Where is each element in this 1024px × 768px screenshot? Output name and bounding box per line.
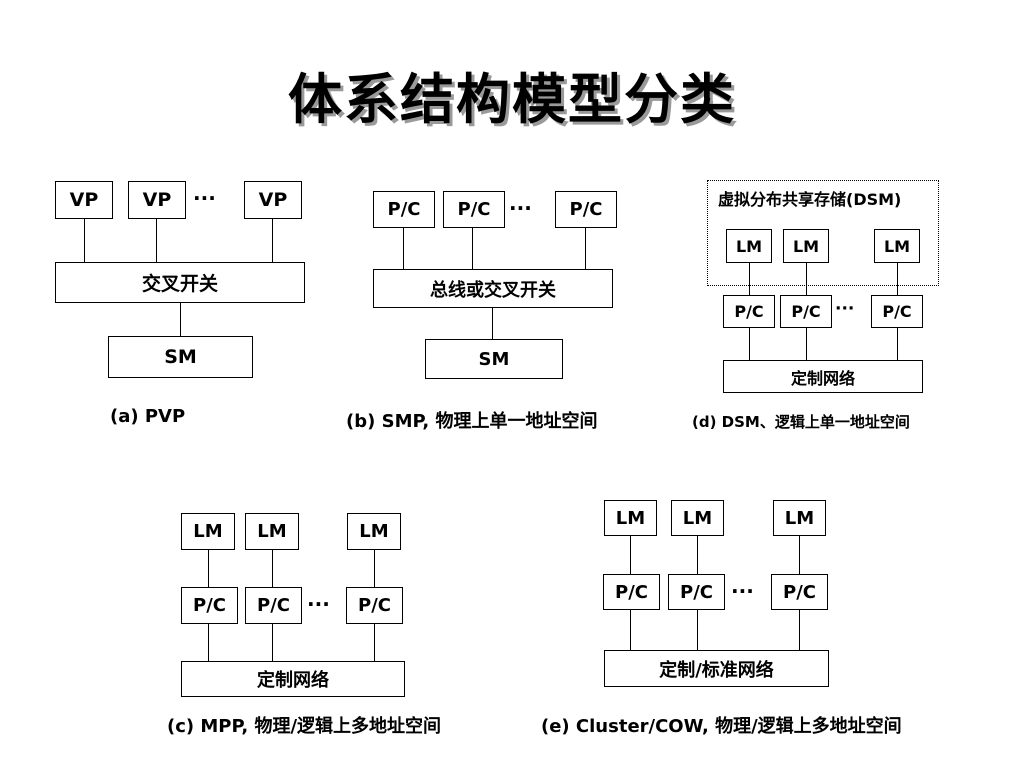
connector — [897, 263, 898, 295]
local-memory-box: LM — [874, 229, 920, 263]
slide-title: 体系结构模型分类 — [288, 68, 736, 131]
caption: (a) PVP — [110, 406, 186, 427]
custom-network-box: 定制网络 — [723, 360, 923, 393]
processor-cache-box: P/C — [555, 191, 617, 228]
processor-cache-box: P/C — [871, 295, 923, 328]
connector — [799, 536, 800, 574]
connector — [492, 308, 493, 339]
connector — [897, 328, 898, 360]
connector — [630, 610, 631, 650]
processor-cache-box: P/C — [181, 587, 238, 624]
vector-processor-box: VP — [128, 181, 186, 219]
caption: (e) Cluster/COW, 物理/逻辑上多地址空间 — [541, 716, 902, 737]
connector — [697, 610, 698, 650]
vector-processor-box: VP — [244, 181, 302, 219]
connector — [799, 610, 800, 650]
dsm-label: 虚拟分布共享存储(DSM) — [718, 190, 902, 209]
processor-cache-box: P/C — [245, 587, 302, 624]
ellipsis: ··· — [307, 592, 330, 616]
connector — [374, 624, 375, 661]
custom-network-box: 定制网络 — [181, 661, 405, 697]
dsm-region — [707, 180, 939, 286]
local-memory-box: LM — [783, 229, 829, 263]
connector — [806, 263, 807, 295]
processor-cache-box: P/C — [780, 295, 832, 328]
processor-cache-box: P/C — [771, 574, 828, 610]
ellipsis: ··· — [835, 299, 855, 319]
processor-cache-box: P/C — [603, 574, 660, 610]
connector — [272, 550, 273, 587]
connector — [272, 219, 273, 262]
caption: (c) MPP, 物理/逻辑上多地址空间 — [167, 716, 442, 737]
local-memory-box: LM — [671, 500, 724, 536]
connector — [180, 303, 181, 336]
connector — [630, 536, 631, 574]
connector — [749, 263, 750, 295]
connector — [585, 228, 586, 269]
processor-cache-box: P/C — [668, 574, 725, 610]
connector — [749, 328, 750, 360]
connector — [374, 550, 375, 587]
ellipsis: ··· — [193, 186, 216, 210]
processor-cache-box: P/C — [443, 191, 505, 228]
processor-cache-box: P/C — [723, 295, 775, 328]
shared-memory-box: SM — [108, 336, 253, 378]
shared-memory-box: SM — [425, 339, 563, 379]
local-memory-box: LM — [245, 513, 299, 550]
connector — [806, 328, 807, 360]
crossbar-switch-box: 交叉开关 — [55, 262, 305, 303]
connector — [208, 624, 209, 661]
custom-standard-network-box: 定制/标准网络 — [604, 650, 829, 687]
vector-processor-box: VP — [55, 181, 113, 219]
connector — [84, 219, 85, 262]
ellipsis: ··· — [509, 196, 532, 220]
local-memory-box: LM — [604, 500, 657, 536]
bus-crossbar-box: 总线或交叉开关 — [373, 269, 613, 308]
local-memory-box: LM — [773, 500, 826, 536]
caption: (d) DSM、逻辑上单一地址空间 — [692, 413, 910, 431]
ellipsis: ··· — [731, 579, 754, 603]
local-memory-box: LM — [347, 513, 401, 550]
processor-cache-box: P/C — [373, 191, 435, 228]
processor-cache-box: P/C — [346, 587, 403, 624]
connector — [697, 536, 698, 574]
connector — [156, 219, 157, 262]
local-memory-box: LM — [726, 229, 772, 263]
caption: (b) SMP, 物理上单一地址空间 — [346, 411, 598, 432]
connector — [272, 624, 273, 661]
connector — [208, 550, 209, 587]
local-memory-box: LM — [181, 513, 235, 550]
connector — [403, 228, 404, 269]
connector — [472, 228, 473, 269]
